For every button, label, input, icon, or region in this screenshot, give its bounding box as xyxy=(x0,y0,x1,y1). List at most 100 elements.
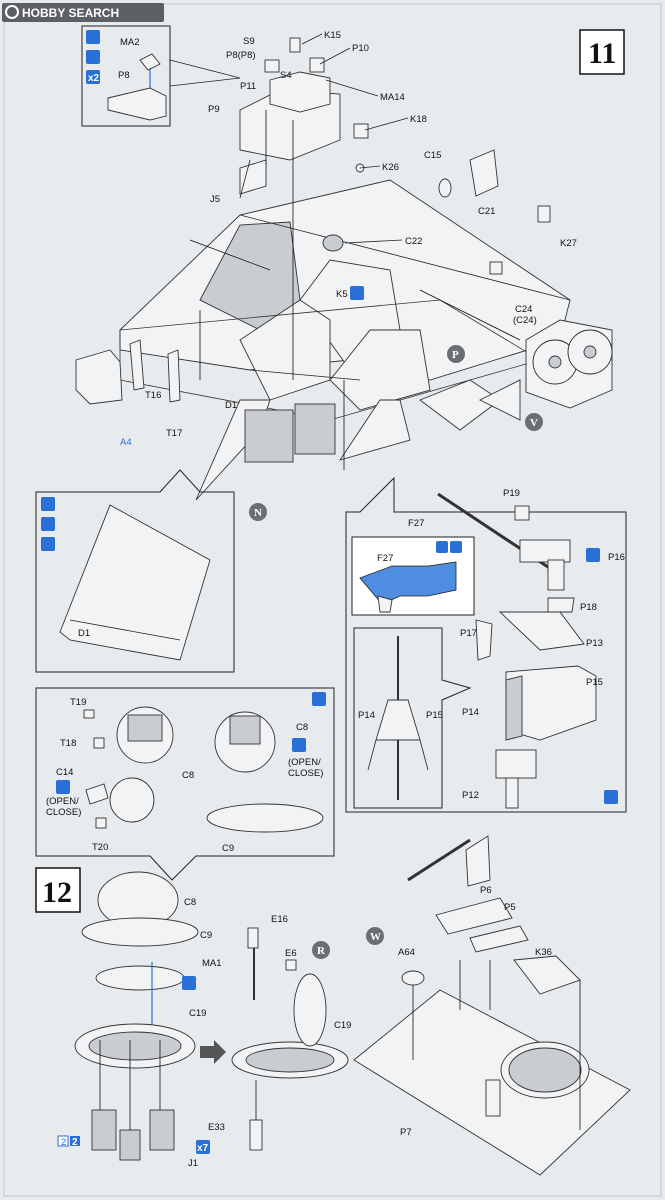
f27-note-icon xyxy=(450,541,462,553)
badge-n: N xyxy=(249,503,267,521)
d1-cement-icon xyxy=(41,497,55,511)
label-j5: J5 xyxy=(210,194,220,205)
label-k18: K18 xyxy=(410,114,427,125)
label-p19: P19 xyxy=(503,488,520,499)
k5-note-icon xyxy=(350,286,364,300)
svg-text:W: W xyxy=(370,931,381,943)
stowage-box-assembly xyxy=(239,33,409,199)
part-c24 xyxy=(489,261,503,275)
label-p15-inset: P15 xyxy=(426,710,443,721)
label-p8p8: P8(P8) xyxy=(226,50,256,61)
mg-cement-icon xyxy=(604,790,618,804)
label-c19: C19 xyxy=(189,1008,206,1019)
part-c14 xyxy=(85,783,109,805)
assembly-arrows-11 xyxy=(189,110,521,470)
label-k26: K26 xyxy=(382,162,399,173)
inset-hatch-detail xyxy=(35,687,335,881)
d1-note-icon xyxy=(41,517,55,531)
inset-d1-detail xyxy=(35,469,235,673)
part-c9-inset xyxy=(206,803,324,833)
assembly-arrows-12 xyxy=(99,960,581,1130)
label-c15: C15 xyxy=(424,150,441,161)
part-p14 xyxy=(505,675,523,741)
part-t19 xyxy=(83,709,95,719)
part-t20 xyxy=(95,817,107,829)
label-e6: E6 xyxy=(285,948,297,959)
radio-box-1 xyxy=(244,409,294,463)
hatch-cement-icon xyxy=(312,692,326,706)
cement-icon xyxy=(86,30,100,44)
part-p5 xyxy=(469,925,529,953)
label-f27: F27 xyxy=(408,518,424,529)
part-t17 xyxy=(167,349,181,403)
hull-left-parts xyxy=(75,339,181,405)
quantity-icon xyxy=(86,70,100,84)
label-p10: P10 xyxy=(352,43,369,54)
part-t18 xyxy=(93,737,105,749)
label-p6: P6 xyxy=(480,885,492,896)
part-t16 xyxy=(129,339,145,391)
part-p6 xyxy=(435,897,513,935)
quantity-x2: x2 xyxy=(88,73,100,84)
badge-w: W xyxy=(366,927,384,945)
cupola-assembled xyxy=(231,927,349,1151)
c14-note-icon xyxy=(56,780,70,794)
label-t17: T17 xyxy=(166,428,182,439)
stage-arrow-icon xyxy=(200,1040,226,1064)
label-open-close-2b: CLOSE) xyxy=(46,807,81,818)
label-c9-inset: C9 xyxy=(222,843,234,854)
d1-cut-icon xyxy=(41,537,55,551)
label-c21: C21 xyxy=(478,206,495,217)
part-p12 xyxy=(505,777,519,809)
ammo-drums xyxy=(525,319,613,409)
part-k18 xyxy=(353,123,369,139)
label-c14: C14 xyxy=(56,767,73,778)
badge-p: P xyxy=(447,345,465,363)
label-p18: P18 xyxy=(580,602,597,613)
step-11-box: 11 xyxy=(579,29,625,75)
hobby-search-logo: HOBBY SEARCH xyxy=(2,3,164,22)
label-f27-inset: F27 xyxy=(377,553,393,564)
part-a4 xyxy=(75,349,123,405)
part-c21 xyxy=(469,149,499,197)
label-c19b: C19 xyxy=(334,1020,351,1031)
label-k36: K36 xyxy=(535,947,552,958)
label-e33: E33 xyxy=(208,1122,225,1133)
hull-small-parts xyxy=(322,149,551,275)
label-p12: P12 xyxy=(462,790,479,801)
label-p8: P8 xyxy=(118,70,130,81)
label-k15: K15 xyxy=(324,30,341,41)
label-c8-b: C8 xyxy=(296,722,308,733)
label-ma14: MA14 xyxy=(380,92,405,103)
label-d1: D1 xyxy=(225,400,237,411)
label-t19: T19 xyxy=(70,697,86,708)
label-p13: P13 xyxy=(586,638,603,649)
hull-superstructure xyxy=(119,179,571,421)
p16-note-icon xyxy=(586,548,600,562)
radio-boxes xyxy=(195,379,521,501)
label-t18: T18 xyxy=(60,738,76,749)
label-s4: S4 xyxy=(280,70,292,81)
part-a64 xyxy=(401,970,425,986)
label-c8-c: C8 xyxy=(184,897,196,908)
f27-paint-icon xyxy=(436,541,448,553)
label-k27: K27 xyxy=(560,238,577,249)
badge-r: R xyxy=(312,941,330,959)
svg-text:R: R xyxy=(317,945,326,957)
label-p11: P11 xyxy=(240,81,256,92)
label-j1: J1 xyxy=(188,1158,198,1169)
part-ma1 xyxy=(95,965,185,991)
step-12-box: 12 xyxy=(35,867,81,913)
badge-v: V xyxy=(525,413,543,431)
label-p14: P14 xyxy=(462,707,479,718)
part-c22 xyxy=(322,234,344,252)
part-p8 xyxy=(107,87,167,121)
cupola-assembly: x7 2 2 xyxy=(57,871,210,1161)
radio-box-2 xyxy=(294,403,336,455)
inset-mg-detail xyxy=(345,476,627,813)
logo-icon xyxy=(5,5,19,19)
step-11-number: 11 xyxy=(588,37,616,70)
label-ma1: MA1 xyxy=(202,958,222,969)
part-p19 xyxy=(514,505,530,521)
